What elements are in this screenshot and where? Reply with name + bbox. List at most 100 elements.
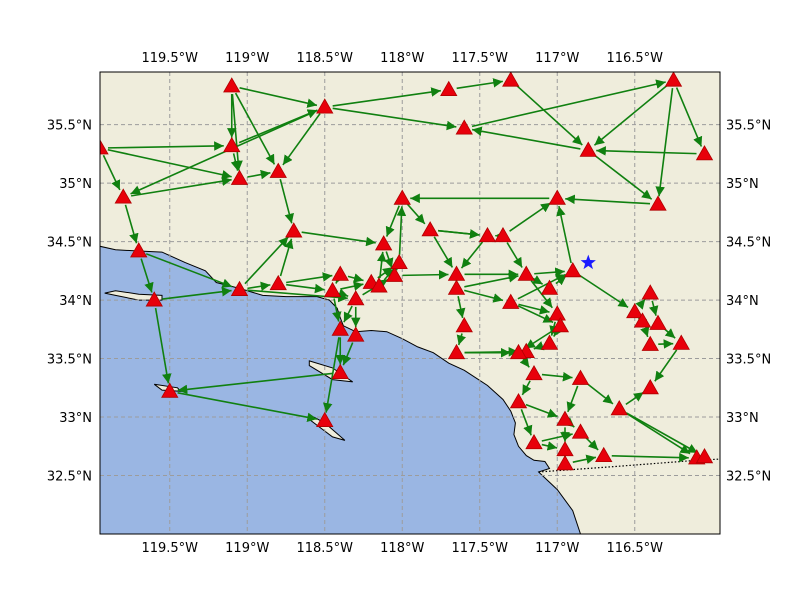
network-edge: [516, 84, 583, 146]
network-edge: [238, 109, 318, 144]
station-marker: [455, 317, 473, 333]
x-tick-label-top: 119°W: [225, 51, 269, 66]
y-tick-label-right: 34.5°N: [726, 236, 771, 251]
y-tick-label-left: 34.5°N: [47, 236, 92, 251]
network-edge: [509, 202, 552, 232]
network-edge: [402, 269, 449, 280]
network-edge: [340, 281, 364, 291]
station-marker: [223, 136, 241, 153]
station-marker: [672, 334, 690, 350]
country-border: [538, 458, 720, 473]
x-tick-label-top: 117°W: [535, 51, 579, 66]
network-edge: [433, 236, 454, 268]
network-edge: [658, 339, 674, 349]
station-marker: [316, 98, 334, 114]
station-marker: [323, 281, 342, 298]
station-marker: [571, 369, 590, 385]
network-edge: [145, 253, 233, 288]
network-edge: [556, 205, 572, 264]
network-edge: [471, 79, 666, 128]
network-edge: [572, 454, 597, 464]
event-epicenter: [580, 254, 596, 270]
network-edge: [586, 382, 614, 405]
x-tick-label-bottom: 116.5°W: [606, 541, 663, 556]
station-marker: [393, 189, 411, 205]
station-marker: [440, 80, 458, 96]
network-edge: [541, 441, 558, 451]
x-tick-label-top: 118°W: [380, 51, 424, 66]
network-edge: [107, 148, 232, 180]
station-marker: [695, 447, 714, 464]
station-marker: [540, 334, 559, 350]
network-edge: [244, 236, 289, 285]
event-star-marker: [580, 254, 596, 270]
station-marker: [548, 305, 566, 321]
network-edge: [525, 403, 558, 418]
station-marker: [571, 423, 590, 439]
network-edge: [611, 452, 689, 463]
network-edge: [549, 321, 559, 336]
network-edge: [640, 326, 650, 338]
network-edge: [594, 154, 653, 200]
station-marker: [347, 326, 365, 342]
station-marker: [145, 291, 163, 307]
station-marker: [269, 162, 287, 178]
station-marker: [595, 446, 613, 463]
network-edge: [464, 289, 504, 303]
x-tick-label-top: 118.5°W: [296, 51, 353, 66]
network-edge: [335, 272, 345, 284]
x-tick-label-top: 119.5°W: [141, 51, 198, 66]
station-marker: [540, 279, 559, 295]
network-edge: [140, 258, 154, 293]
station-marker: [517, 265, 535, 281]
station-marker: [502, 293, 520, 309]
station-marker: [649, 314, 667, 330]
network-edge: [342, 342, 354, 366]
network-edge: [654, 349, 678, 382]
station-marker: [610, 400, 628, 416]
network-edge: [625, 391, 645, 406]
network-edge: [566, 385, 579, 413]
map-plot-area: [100, 72, 720, 534]
station-marker: [347, 290, 365, 306]
y-tick-label-right: 32.5°N: [726, 470, 771, 485]
axis-tick-labels: 119.5°W119.5°W119°W119°W118.5°W118.5°W11…: [47, 51, 771, 556]
network-edge: [154, 307, 172, 384]
station-marker: [100, 139, 109, 155]
network-edge: [301, 231, 376, 247]
network-edge: [384, 251, 394, 269]
network-edge: [130, 109, 318, 195]
x-tick-label-bottom: 119°W: [225, 541, 269, 556]
y-tick-label-left: 32.5°N: [47, 470, 92, 485]
network-edge: [524, 329, 555, 350]
y-tick-label-right: 33.5°N: [726, 353, 771, 368]
network-edge: [396, 206, 407, 255]
x-tick-label-bottom: 117.5°W: [451, 541, 508, 556]
x-tick-label-bottom: 119.5°W: [141, 541, 198, 556]
network-edge: [456, 78, 503, 90]
network-edge: [332, 107, 457, 131]
station-marker: [502, 72, 520, 87]
station-marker: [447, 343, 466, 360]
network-edge: [518, 303, 550, 315]
y-tick-label-left: 33.5°N: [47, 353, 92, 368]
station-marker: [455, 119, 473, 135]
network-edge: [625, 412, 698, 454]
network-edge: [655, 88, 674, 197]
network-edge: [531, 275, 544, 285]
y-tick-label-left: 34°N: [59, 294, 92, 309]
station-marker: [525, 433, 543, 450]
station-marker: [626, 302, 644, 319]
network-edge: [596, 146, 697, 156]
network-edge: [162, 286, 232, 300]
station-marker: [269, 274, 287, 291]
network-edge: [234, 92, 276, 165]
station-marker: [421, 221, 439, 237]
x-tick-label-top: 117.5°W: [451, 51, 508, 66]
x-tick-label-bottom: 118°W: [380, 541, 424, 556]
station-marker: [130, 242, 148, 258]
network-edge: [438, 229, 480, 239]
station-marker: [548, 189, 566, 205]
station-marker: [447, 279, 466, 295]
y-tick-label-right: 33°N: [726, 411, 759, 426]
